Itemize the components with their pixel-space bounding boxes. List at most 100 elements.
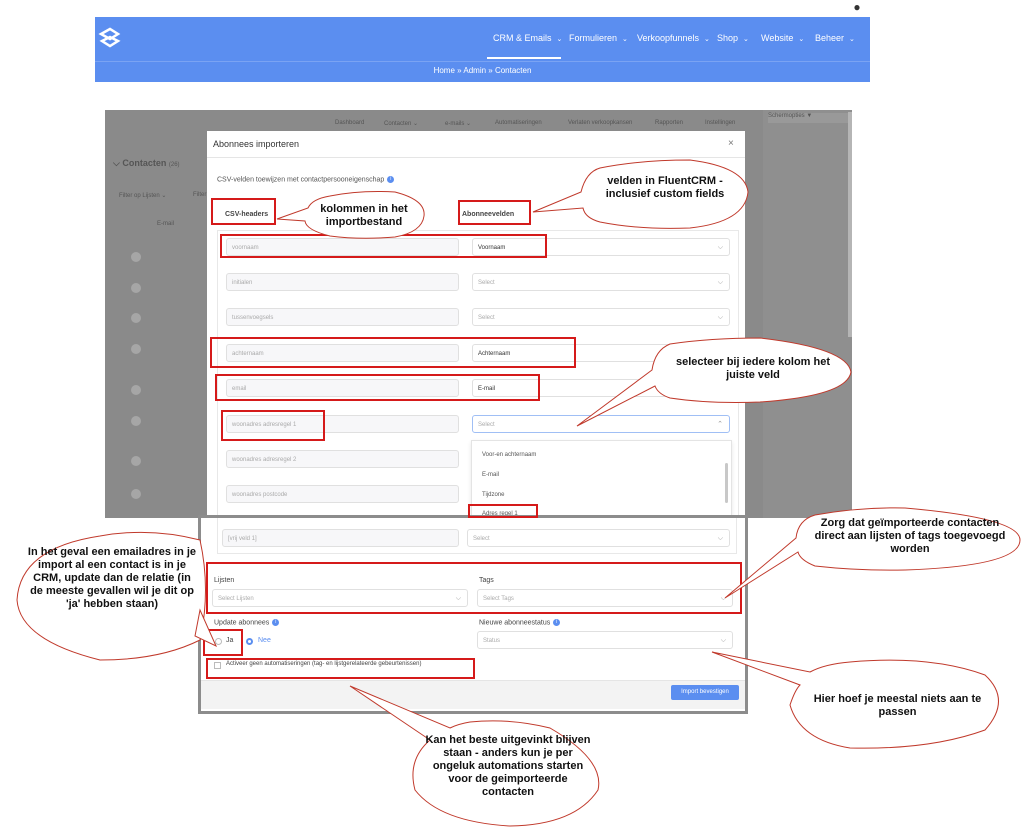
- csv-field-vrij-veld: [vrij veld 1]: [222, 529, 459, 547]
- user-account-icon[interactable]: ●: [853, 0, 861, 14]
- screen-options-button[interactable]: Schermopties ▼: [768, 113, 848, 123]
- chevron-down-icon: ⌵: [717, 244, 723, 251]
- breadcrumb[interactable]: Home » Admin » Contacten: [433, 66, 532, 75]
- highlight-email-row: [215, 374, 540, 401]
- close-icon[interactable]: ×: [728, 138, 734, 149]
- modal-title: Abonnees importeren: [213, 139, 300, 149]
- update-no-radio[interactable]: [246, 638, 253, 645]
- csv-field-initialen: initialen: [226, 273, 459, 291]
- modal-header: [207, 131, 745, 158]
- csv-headers-column-title: CSV-headers: [225, 211, 269, 218]
- callout-select-field: selecteer bij iedere kolom het juiste ve…: [675, 356, 831, 381]
- bg-filter-lists: Filter op Lijsten ⌄: [119, 193, 167, 199]
- bg-tab-dashboard: Dashboard: [335, 120, 365, 126]
- info-icon[interactable]: i: [272, 619, 280, 626]
- callout-lists-tags: Zorg dat geïmporteerde contacten direct …: [814, 517, 1006, 555]
- callout-automation: Kan het beste uitgevinkt blijven staan -…: [425, 734, 591, 798]
- no-automation-label[interactable]: Activeer geen automatiseringen (tag- en …: [226, 661, 422, 667]
- update-yes-radio[interactable]: [215, 638, 222, 645]
- subscriber-field-select[interactable]: Select⌃: [472, 415, 730, 433]
- update-yes-label[interactable]: Ja: [226, 637, 234, 644]
- chevron-down-icon: ⌄: [798, 36, 805, 43]
- highlight-no-automation: [206, 658, 475, 679]
- tags-label: Tags: [479, 577, 494, 584]
- chevron-up-icon: ⌃: [717, 421, 723, 428]
- info-icon[interactable]: i: [553, 619, 561, 626]
- callout-status: Hier hoef je meestal niets aan te passen: [813, 693, 982, 718]
- csv-field-adresregel-2: woonadres adresregel 2: [226, 450, 459, 468]
- bg-tab-contacten: Contacten ⌄: [384, 121, 419, 127]
- chevron-down-icon: ⌵: [717, 535, 723, 542]
- callout-fluentcrm-fields: velden in FluentCRM - inclusief custom f…: [605, 175, 725, 200]
- highlight-update-yes: [203, 629, 243, 656]
- bg-contacts-title: ⌵ Contacten (26): [113, 158, 180, 168]
- modal-footer: [201, 680, 745, 709]
- import-confirm-button[interactable]: Import bevestigen: [671, 685, 739, 700]
- dropdown-scrollbar[interactable]: [725, 463, 728, 503]
- bg-filter: Filter: [193, 192, 207, 198]
- breadcrumb-bar: Home » Admin » Contacten: [95, 61, 870, 82]
- highlight-adres-option: [468, 504, 538, 518]
- dropdown-option[interactable]: E-mail: [482, 472, 500, 478]
- dropdown-option[interactable]: Adres regel 1: [482, 511, 518, 517]
- chevron-down-icon: ⌄: [556, 36, 563, 43]
- avatar: [131, 385, 141, 395]
- highlight-adresregel-csv: [221, 410, 325, 441]
- chevron-down-icon: ⌄: [743, 36, 749, 43]
- tags-select[interactable]: Select Tags⌵: [477, 589, 733, 607]
- mapping-section-title: CSV-velden toewijzen met contactpersoone…: [217, 176, 395, 183]
- field-options-dropdown: Voor-en achternaam E-mail Tijdzone Adres…: [471, 440, 732, 520]
- avatar: [131, 456, 141, 466]
- avatar: [131, 416, 141, 426]
- csv-field-tussenvoegsels: tussenvoegsels: [226, 308, 459, 326]
- dropdown-option[interactable]: Voor-en achternaam: [482, 452, 537, 458]
- update-no-label[interactable]: Nee: [258, 637, 271, 644]
- avatar: [131, 252, 141, 262]
- bg-tab-verlaten: Verlaten verkoopkansen: [568, 120, 633, 126]
- status-select[interactable]: Status⌵: [477, 631, 733, 649]
- csv-field-adresregel-1: woonadres adresregel 1: [226, 415, 459, 433]
- chevron-down-icon: ⌄: [704, 36, 710, 43]
- active-nav-indicator: [487, 57, 561, 59]
- nav-item-verkoopfunnels[interactable]: Verkoopfunnels⌄: [637, 33, 710, 43]
- csv-field-email: email: [226, 379, 459, 397]
- nav-item-shop[interactable]: Shop⌄: [717, 33, 749, 43]
- page-scrollbar[interactable]: [848, 112, 852, 337]
- chevron-down-icon: ⌵: [455, 595, 461, 602]
- lists-select[interactable]: Select Lijsten⌵: [212, 589, 468, 607]
- highlight-csv-headers: [211, 198, 276, 225]
- main-navbar: [95, 17, 870, 61]
- csv-field-achternaam: achternaam: [226, 344, 459, 362]
- bg-tab-rapporten: Rapporten: [655, 120, 684, 126]
- nav-item-beheer[interactable]: Beheer⌄: [815, 33, 855, 43]
- subscriber-field-select[interactable]: Voornaam⌵: [472, 238, 730, 256]
- chevron-down-icon: ⌄: [849, 36, 855, 43]
- csv-field-postcode: woonadres postcode: [226, 485, 459, 503]
- bg-column-email: E-mail: [157, 221, 175, 227]
- nav-item-crm-emails[interactable]: CRM & Emails⌄: [493, 33, 563, 43]
- avatar: [131, 489, 141, 499]
- highlight-subscriber-fields: [458, 200, 531, 225]
- subscriber-field-select[interactable]: Select⌵: [472, 308, 730, 326]
- nav-item-website[interactable]: Website⌄: [761, 33, 805, 43]
- subscriber-field-select[interactable]: Select⌵: [467, 529, 730, 547]
- mapping-table-end: [217, 518, 737, 554]
- dropdown-option[interactable]: Tijdzone: [482, 492, 505, 498]
- highlight-achternaam-row: [210, 337, 576, 368]
- callout-csv-columns: kolommen in het importbestand: [320, 203, 408, 228]
- chevron-down-icon: ⌄: [622, 36, 628, 43]
- lists-label: Lijsten: [214, 577, 235, 584]
- subscriber-field-select[interactable]: Select⌵: [472, 273, 730, 291]
- no-automation-checkbox[interactable]: [214, 662, 221, 669]
- avatar: [131, 313, 141, 323]
- info-icon[interactable]: i: [387, 176, 395, 183]
- site-logo-icon[interactable]: [97, 27, 123, 49]
- avatar: [131, 344, 141, 354]
- csv-field-voornaam: voornaam: [226, 238, 459, 256]
- chevron-down-icon: ⌵: [717, 314, 723, 321]
- avatar: [131, 283, 141, 293]
- nav-item-formulieren[interactable]: Formulieren⌄: [569, 33, 628, 43]
- chevron-down-icon: ⌵: [717, 279, 723, 286]
